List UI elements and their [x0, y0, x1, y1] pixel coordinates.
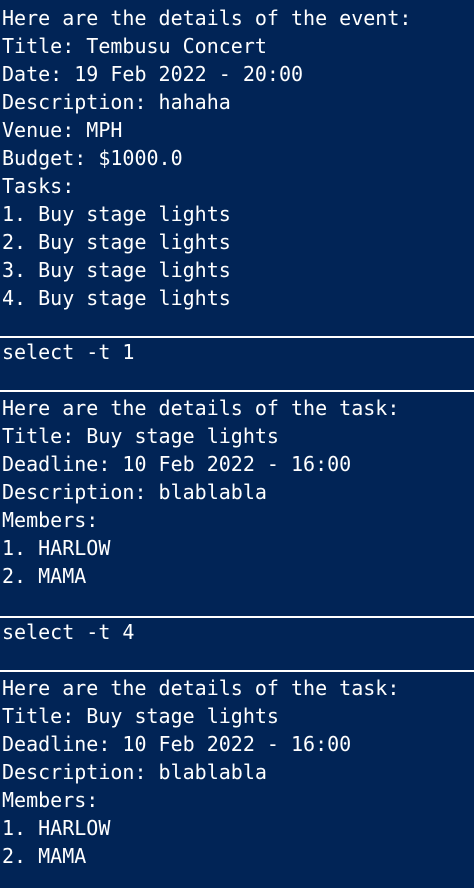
task-header: Here are the details of the task: [2, 676, 400, 700]
event-title: Title: Tembusu Concert [2, 34, 267, 58]
task-deadline: Deadline: 10 Feb 2022 - 16:00 [2, 732, 352, 756]
command-input-block[interactable]: select -t 4 [0, 618, 474, 670]
event-header: Here are the details of the event: [2, 6, 412, 30]
event-task-item: 3. Buy stage lights [2, 258, 231, 282]
task-members-label: Members: [2, 788, 99, 812]
event-task-item: 1. Buy stage lights [2, 202, 231, 226]
command-line-1[interactable]: select -t 1 [2, 340, 135, 364]
task-header: Here are the details of the task: [2, 396, 400, 420]
command-line-2[interactable]: select -t 4 [2, 620, 135, 644]
event-details-block: Here are the details of the event: Title… [0, 0, 474, 312]
event-tasks-label: Tasks: [2, 174, 75, 198]
task-member-item: 1. HARLOW [2, 816, 111, 840]
separator-line [0, 670, 474, 672]
task-details-block-2: Here are the details of the task: Title:… [0, 672, 474, 870]
spacer [0, 312, 474, 336]
task-description: Description: blablabla [2, 760, 267, 784]
spacer [0, 590, 474, 616]
task-deadline: Deadline: 10 Feb 2022 - 16:00 [2, 452, 352, 476]
event-description: Description: hahaha [2, 90, 231, 114]
separator-line [0, 616, 474, 618]
task-title: Title: Buy stage lights [2, 704, 279, 728]
event-venue: Venue: MPH [2, 118, 123, 142]
event-task-item: 2. Buy stage lights [2, 230, 231, 254]
task-description: Description: blablabla [2, 480, 267, 504]
task-title: Title: Buy stage lights [2, 424, 279, 448]
separator-line [0, 390, 474, 392]
event-task-item: 4. Buy stage lights [2, 286, 231, 310]
command-input-block[interactable]: select -t 1 [0, 338, 474, 390]
task-member-item: 2. MAMA [2, 564, 87, 588]
event-budget: Budget: $1000.0 [2, 146, 183, 170]
task-member-item: 2. MAMA [2, 844, 87, 868]
task-member-item: 1. HARLOW [2, 536, 111, 560]
event-date: Date: 19 Feb 2022 - 20:00 [2, 62, 304, 86]
separator-line [0, 336, 474, 338]
task-details-block-1: Here are the details of the task: Title:… [0, 392, 474, 590]
task-members-label: Members: [2, 508, 99, 532]
